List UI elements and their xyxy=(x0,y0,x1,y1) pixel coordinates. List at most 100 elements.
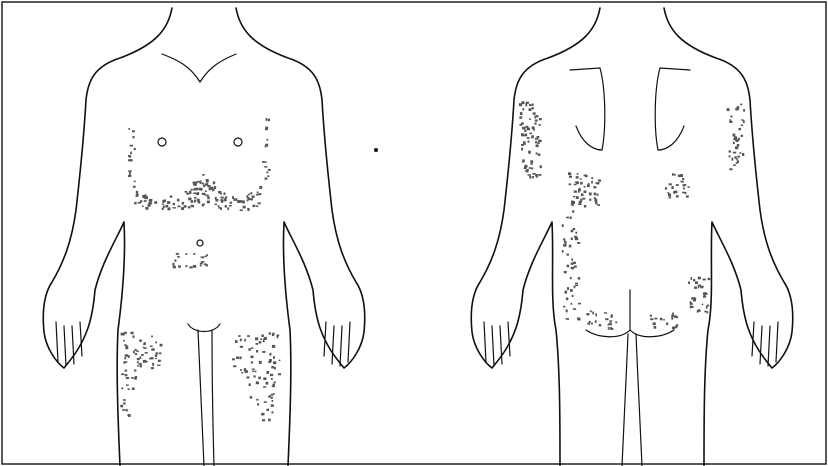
lesion-dot xyxy=(263,386,266,388)
lesion-dot xyxy=(528,141,530,143)
lesion-dot xyxy=(605,318,608,320)
lesion-dot xyxy=(591,181,593,184)
lesion-dot xyxy=(193,265,196,268)
lesion-dot xyxy=(244,368,247,371)
lesion-dot xyxy=(128,388,130,390)
lesion-dot xyxy=(693,299,696,301)
lesion-dot xyxy=(575,237,578,240)
lesion-dot xyxy=(534,116,536,119)
lesion-dot xyxy=(523,143,526,145)
lesion-dot xyxy=(172,263,174,266)
lesion-dot xyxy=(524,165,527,168)
lesion-dot xyxy=(149,199,152,201)
lesion-dot xyxy=(563,238,565,240)
lesion-dot xyxy=(240,369,242,371)
lesion-dot xyxy=(256,343,259,345)
lesion-dot xyxy=(193,192,196,194)
lesion-dot xyxy=(594,197,596,199)
lesion-dot xyxy=(584,205,586,208)
lesion-dot xyxy=(126,345,128,347)
lesion-dot xyxy=(673,191,675,194)
lesion-dot xyxy=(264,161,266,163)
lesion-dot xyxy=(666,323,668,326)
lesion-dot xyxy=(251,356,254,359)
lesion-dot xyxy=(141,354,144,356)
lesion-dot xyxy=(609,320,612,322)
lesion-dot xyxy=(239,357,241,360)
lesion-dot xyxy=(537,136,540,138)
lesion-dot xyxy=(185,265,188,267)
lesion-dot xyxy=(251,347,253,349)
lesion-dot xyxy=(707,311,709,313)
lesion-dot xyxy=(738,138,740,141)
lesion-dot xyxy=(277,335,280,337)
lesion-dot xyxy=(522,135,525,137)
lesion-dot xyxy=(566,217,569,219)
lesion-dot xyxy=(529,118,531,120)
lesion-dot xyxy=(675,326,678,328)
lesion-dot xyxy=(597,194,599,196)
lesion-dot xyxy=(532,126,535,129)
lesion-dot xyxy=(688,282,690,285)
lesion-dot xyxy=(135,353,137,355)
lesion-dot xyxy=(676,316,678,318)
lesion-dot xyxy=(671,314,674,317)
lesion-dot xyxy=(575,285,578,287)
lesion-dot xyxy=(259,186,262,189)
lesion-left-thigh xyxy=(232,332,281,421)
lesion-dot xyxy=(574,266,577,268)
lesion-dot xyxy=(268,395,270,398)
lesion-dot xyxy=(567,287,569,290)
lesion-dot xyxy=(173,203,175,205)
lesion-dot xyxy=(164,201,166,202)
lesion-dot xyxy=(262,161,265,163)
lesion-dot xyxy=(215,204,217,206)
lesion-dot xyxy=(259,361,262,364)
lesion-dot xyxy=(279,360,281,362)
lesion-dot xyxy=(193,183,196,186)
lesion-dot xyxy=(671,317,673,320)
lesion-dot xyxy=(732,158,734,161)
lesion-dot xyxy=(225,205,227,208)
lesion-dot xyxy=(537,142,540,144)
lesion-dot xyxy=(698,277,700,280)
lesion-dot xyxy=(266,409,269,411)
lesion-right-thigh xyxy=(120,332,162,417)
lesion-dot xyxy=(729,168,732,170)
lesion-dot xyxy=(158,360,161,362)
lesion-dot xyxy=(121,333,123,336)
lesion-dot xyxy=(532,104,534,106)
lesion-dot xyxy=(525,170,527,172)
lesion-dot xyxy=(739,152,741,154)
lesion-dot xyxy=(586,313,589,315)
lesion-inframammary-band xyxy=(133,174,262,211)
front-neckline xyxy=(162,54,236,82)
lesion-dot xyxy=(272,400,274,402)
lesion-dot xyxy=(272,411,274,413)
lesion-dot xyxy=(241,200,244,202)
lesion-dot xyxy=(692,306,694,308)
lesion-dot xyxy=(273,356,275,359)
lesion-dot xyxy=(566,254,569,256)
lesion-dot xyxy=(704,292,706,294)
lesion-dot xyxy=(253,205,256,207)
lesion-dot xyxy=(653,322,656,325)
lesion-dot xyxy=(521,148,523,151)
lesion-dot xyxy=(268,169,271,171)
lesion-dot xyxy=(573,196,575,198)
lesion-dot xyxy=(202,193,205,195)
lesion-dot xyxy=(264,401,267,403)
lesion-dot xyxy=(248,348,251,351)
lesion-dot xyxy=(134,370,136,372)
lesion-dot xyxy=(132,388,135,391)
lesion-dot xyxy=(256,194,259,195)
lesion-dot xyxy=(538,140,541,142)
lesion-dot xyxy=(520,112,523,115)
lesion-dot xyxy=(572,201,575,203)
lesion-dot xyxy=(151,357,154,359)
lesion-dot xyxy=(156,352,158,354)
lesion-dot xyxy=(247,208,249,211)
lesion-dot xyxy=(242,372,244,374)
lesion-dot xyxy=(571,258,573,260)
